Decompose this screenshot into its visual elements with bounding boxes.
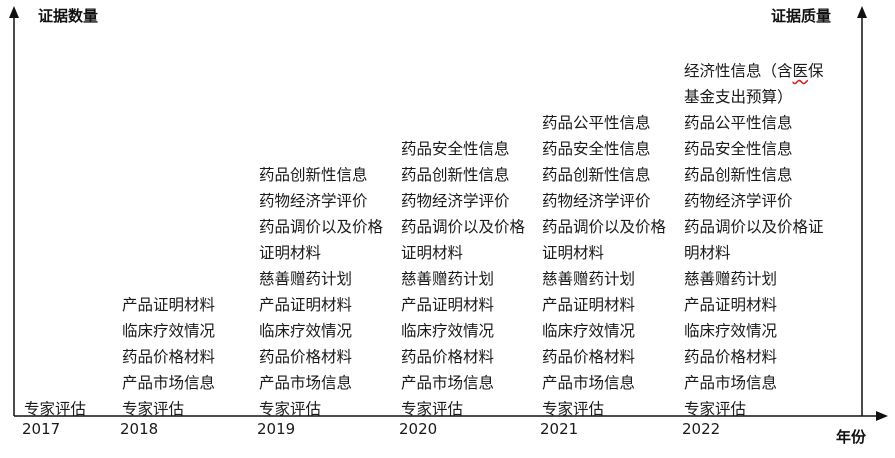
evidence-item: 产品证明材料: [542, 296, 636, 314]
evidence-item: 产品证明材料: [401, 296, 495, 314]
year-label: 2020: [399, 420, 438, 438]
evidence-item: 慈善赠药计划: [684, 270, 778, 288]
evidence-item: 产品市场信息: [259, 374, 353, 392]
year-column-2020: 药品安全性信息药品创新性信息药物经济学评价药品调价以及价格证明材料慈善赠药计划产…: [401, 136, 529, 422]
evidence-item: 专家评估: [542, 400, 605, 418]
year-label: 2019: [257, 420, 296, 438]
y-axis-right-arrow: [857, 6, 867, 18]
x-axis-arrow: [876, 411, 888, 421]
evidence-item: 药品调价以及价格证明材料: [401, 218, 526, 262]
year-label: 2022: [682, 420, 721, 438]
evidence-item: 药品价格材料: [122, 348, 216, 366]
y-axis-right-label: 证据质量: [771, 7, 832, 25]
evidence-item: 药品创新性信息: [259, 166, 368, 184]
year-label: 2017: [22, 420, 61, 438]
evidence-item: 产品证明材料: [122, 296, 216, 314]
evidence-item: 专家评估: [684, 400, 747, 418]
evidence-item: 药物经济学评价: [259, 192, 368, 210]
evidence-item: 药品创新性信息: [401, 166, 510, 184]
year-column-2019: 药品创新性信息药物经济学评价药品调价以及价格证明材料慈善赠药计划产品证明材料临床…: [259, 162, 387, 422]
evidence-item: 临床疗效情况: [684, 322, 778, 340]
evidence-item: 专家评估: [24, 400, 87, 418]
evidence-item: 临床疗效情况: [401, 322, 495, 340]
evidence-item: 慈善赠药计划: [542, 270, 636, 288]
evidence-item: 临床疗效情况: [259, 322, 353, 340]
year-column-2022: 经济性信息（含医保基金支出预算） 药品公平性信息药品安全性信息药品创新性信息药物经…: [684, 58, 824, 422]
evidence-item: 药品公平性信息: [542, 114, 651, 132]
evidence-item: 产品市场信息: [684, 374, 778, 392]
evidence-item: 药品公平性信息: [684, 114, 793, 132]
year-column-2021: 药品公平性信息药品安全性信息药品创新性信息药物经济学评价药品调价以及价格证明材料…: [542, 110, 670, 422]
year-column-2017: 专家评估: [24, 396, 114, 422]
evidence-item: 药物经济学评价: [542, 192, 651, 210]
evidence-item: 专家评估: [401, 400, 464, 418]
evidence-item: 产品市场信息: [542, 374, 636, 392]
evidence-item: 药品价格材料: [401, 348, 495, 366]
evidence-item: 产品证明材料: [259, 296, 353, 314]
evidence-item: 药品创新性信息: [684, 166, 793, 184]
evidence-item: 经济性信息（含医保基金支出预算）: [684, 62, 824, 106]
evidence-item: 药品安全性信息: [401, 140, 510, 158]
y-axis-left-arrow: [9, 6, 19, 18]
x-axis-label: 年份: [836, 428, 867, 446]
evidence-item: 药品调价以及价格证明材料: [259, 218, 384, 262]
evidence-item: 临床疗效情况: [122, 322, 216, 340]
evidence-item: 药物经济学评价: [401, 192, 510, 210]
year-label: 2021: [540, 420, 579, 438]
evidence-item: 药物经济学评价: [684, 192, 793, 210]
evidence-item: 药品调价以及价格证明材料: [542, 218, 667, 262]
evidence-item: 临床疗效情况: [542, 322, 636, 340]
evidence-item: 药品安全性信息: [684, 140, 793, 158]
evidence-item: 产品市场信息: [401, 374, 495, 392]
evidence-item: 产品市场信息: [122, 374, 216, 392]
year-label: 2018: [120, 420, 159, 438]
evidence-item: 药品价格材料: [684, 348, 778, 366]
evidence-item: 药品价格材料: [542, 348, 636, 366]
year-column-2018: 产品证明材料临床疗效情况药品价格材料产品市场信息专家评估: [122, 292, 242, 422]
evidence-item: 药品价格材料: [259, 348, 353, 366]
y-axis-left-label: 证据数量: [38, 7, 99, 25]
evidence-item: 慈善赠药计划: [401, 270, 495, 288]
evidence-item: 专家评估: [122, 400, 185, 418]
evidence-item: 药品创新性信息: [542, 166, 651, 184]
evidence-item: 专家评估: [259, 400, 322, 418]
evidence-item: 产品证明材料: [684, 296, 778, 314]
evidence-item: 药品安全性信息: [542, 140, 651, 158]
evidence-item: 慈善赠药计划: [259, 270, 353, 288]
evidence-item: 药品调价以及价格证明材料: [684, 218, 824, 262]
